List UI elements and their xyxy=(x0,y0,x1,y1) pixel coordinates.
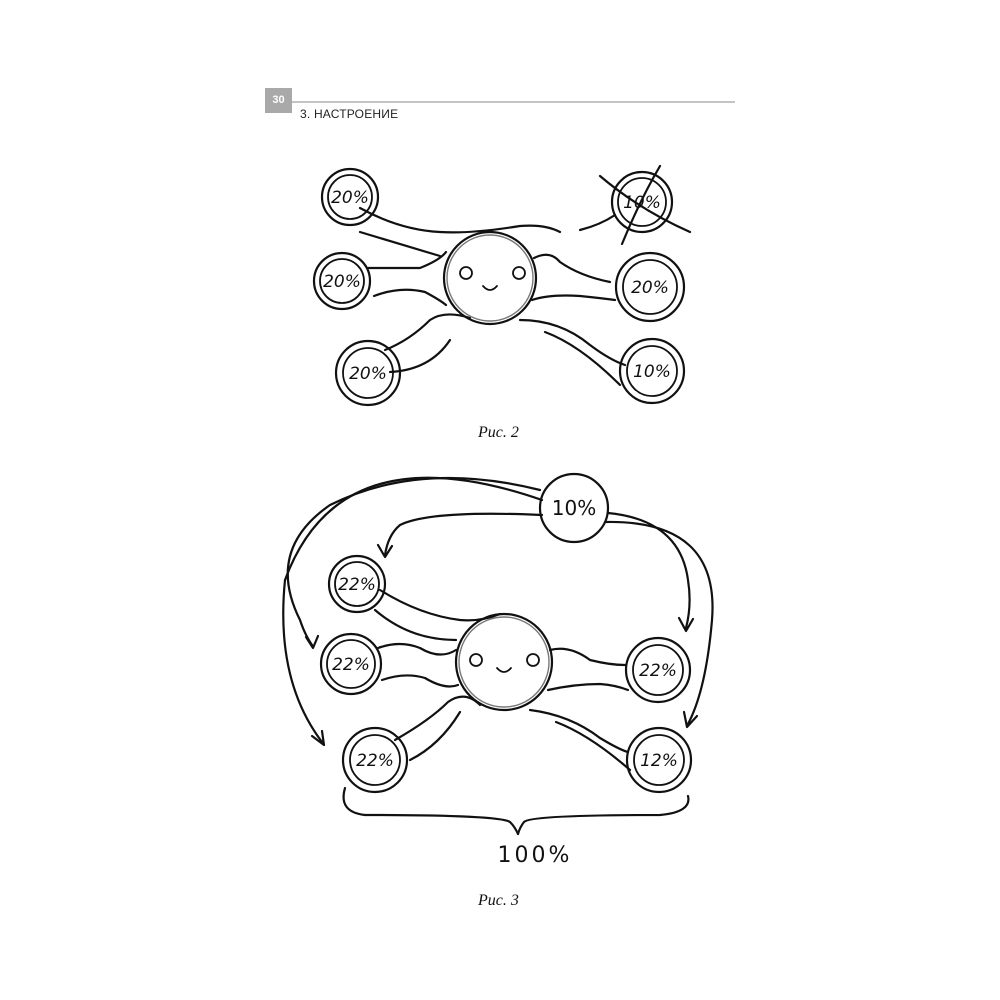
fig3-head xyxy=(454,612,554,712)
fig2-head xyxy=(442,230,538,326)
fig3-bubble-mid-right-inner xyxy=(632,644,684,696)
fig3-label-bottom-right: 12% xyxy=(640,751,678,771)
figure-3-body: 10% 22% 22% 22% 22% 12% xyxy=(282,472,714,868)
fig2-bubble-bottom-right-inner xyxy=(626,345,678,397)
fig3-tentacle-top-left xyxy=(378,588,502,622)
fig2-cross-stroke-2 xyxy=(620,164,662,246)
fig3-arrowhead-mid-right xyxy=(677,616,695,633)
fig3-label-bottom-left: 22% xyxy=(356,751,394,771)
fig3-label-top-left: 22% xyxy=(338,575,376,595)
fig2-tentacle-top-left-lower xyxy=(358,230,442,258)
fig2-bubble-bottom-right xyxy=(618,337,686,405)
fig2-right-eye xyxy=(512,266,526,280)
fig2-tentacle-top-left xyxy=(358,206,562,234)
fig2-bubble-top-right xyxy=(610,170,674,234)
fig3-left-eye xyxy=(469,653,483,667)
fig3-tentacle-mid-left-lower xyxy=(380,674,460,688)
fig2-tentacle-bottom-right-lower xyxy=(543,330,622,387)
fig3-bubble-source xyxy=(538,472,610,544)
fig2-tentacle-bottom-left xyxy=(383,313,472,352)
figure-3-caption: Рис. 3 xyxy=(478,892,519,909)
fig3-arrow-to-bottom-right xyxy=(604,520,714,726)
fig3-tentacle-bottom-right xyxy=(528,708,630,754)
fig2-label-mid-left: 20% xyxy=(323,272,361,292)
fig3-bubble-top-left-inner xyxy=(334,561,380,607)
fig3-tentacle-bottom-left xyxy=(393,695,482,742)
fig2-label-top-left: 20% xyxy=(331,188,369,208)
fig3-arrowhead-mid-left xyxy=(304,634,320,650)
fig2-tentacle-top-right xyxy=(578,213,617,232)
fig2-tentacle-mid-left-lower xyxy=(372,288,448,307)
figure-2-body: 20% 20% 20% 10% 20% 10% xyxy=(312,164,692,407)
fig3-arrow-to-mid-left xyxy=(286,476,542,647)
fig3-tentacle-mid-right-lower xyxy=(546,682,630,692)
fig2-bubble-mid-right xyxy=(614,251,686,323)
fig2-bubble-bottom-left xyxy=(334,339,402,407)
fig2-tentacle-mid-left-upper xyxy=(366,250,448,270)
fig2-bubble-top-left-inner xyxy=(327,174,373,220)
fig3-smile xyxy=(496,667,512,673)
fig2-tentacle-mid-right-lower xyxy=(530,294,617,302)
fig3-bubble-mid-right xyxy=(624,636,692,704)
fig3-arrow-to-bottom-left xyxy=(282,476,544,744)
fig3-bubble-mid-left-inner xyxy=(326,639,376,689)
fig2-smile xyxy=(482,285,498,291)
fig2-tentacle-bottom-right xyxy=(518,318,627,367)
fig3-arrow-to-top-left xyxy=(383,512,544,557)
fig3-bubble-top-left xyxy=(327,554,387,614)
fig2-tentacle-mid-right-upper xyxy=(532,253,612,284)
fig3-bubble-bottom-left xyxy=(341,726,409,794)
fig3-right-eye xyxy=(526,653,540,667)
fig3-brace-left xyxy=(342,786,520,836)
fig2-cross-stroke-1 xyxy=(598,174,692,234)
fig2-bubble-mid-left xyxy=(312,251,372,311)
fig3-bubble-bottom-left-inner xyxy=(349,734,401,786)
page-number: 30 xyxy=(265,88,292,113)
fig2-label-bottom-left: 20% xyxy=(349,364,387,384)
fig3-tentacle-top-left-lower xyxy=(373,608,458,642)
fig3-label-total: 100% xyxy=(498,843,573,868)
fig2-bubble-mid-right-inner xyxy=(622,259,678,315)
figure-2-caption: Рис. 2 xyxy=(478,424,519,441)
fig3-bubble-bottom-right xyxy=(625,726,693,794)
fig3-tentacle-bottom-left-lower xyxy=(408,710,462,762)
fig2-tentacle-bottom-left-lower xyxy=(388,338,452,374)
header-rule xyxy=(265,101,735,103)
fig3-arrow-to-mid-right xyxy=(606,511,691,630)
fig3-tentacle-mid-right-upper xyxy=(548,647,627,667)
fig3-arrowhead-bottom-right xyxy=(682,710,699,729)
fig3-tentacle-bottom-right-lower xyxy=(554,720,632,772)
fig3-bubble-mid-left xyxy=(319,632,383,696)
fig2-bubble-top-left xyxy=(320,167,380,227)
fig3-label-source: 10% xyxy=(552,496,596,520)
chapter-title: 3. НАСТРОЕНИЕ xyxy=(300,107,399,121)
fig2-bubble-mid-left-inner xyxy=(319,258,365,304)
fig2-left-eye xyxy=(459,266,473,280)
fig2-head-inner xyxy=(446,234,534,322)
fig3-bubble-bottom-right-inner xyxy=(633,734,685,786)
fig3-label-mid-left: 22% xyxy=(332,655,370,675)
fig3-arrowhead-bottom-left xyxy=(310,729,326,747)
fig3-tentacle-mid-left-upper xyxy=(376,642,458,656)
fig3-head-inner xyxy=(458,616,550,708)
fig3-arrowhead-top-left xyxy=(376,543,394,559)
fig2-label-top-right: 10% xyxy=(623,193,661,213)
fig2-label-bottom-right: 10% xyxy=(633,362,671,382)
fig2-label-mid-right: 20% xyxy=(631,278,669,298)
fig3-brace-right xyxy=(516,794,690,836)
fig3-label-mid-right: 22% xyxy=(639,661,677,681)
fig2-bubble-top-right-inner xyxy=(617,177,667,227)
fig2-bubble-bottom-left-inner xyxy=(342,347,394,399)
